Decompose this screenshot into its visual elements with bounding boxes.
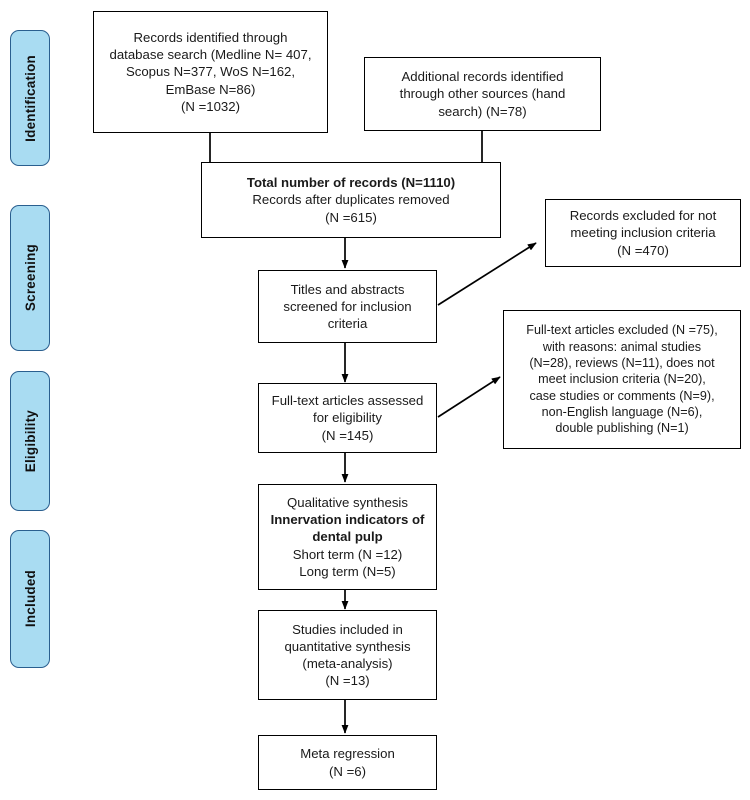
stage-label-identification: Identification (22, 54, 38, 142)
records-excluded-line-3: (N =470) (617, 242, 669, 258)
records-identified-line-1: Records identified through (133, 30, 288, 46)
stage-pill-eligibility: Eligibility (10, 371, 50, 511)
qualitative-synthesis-line-1: Qualitative synthesis (287, 495, 408, 511)
total-records-line-1: Total number of records (N=1110) (246, 175, 456, 191)
records-excluded-line-1: Records excluded for not (569, 208, 717, 224)
stage-pill-identification: Identification (10, 30, 50, 166)
stage-label-included: Included (22, 570, 38, 628)
qualitative-synthesis-line-2: Innervation indicators of (270, 512, 425, 528)
stage-label-screening: Screening (22, 244, 38, 312)
total-records-line-3: (N =615) (325, 209, 377, 225)
quantitative-synthesis-line-1: Studies included in (292, 621, 403, 637)
meta-regression-line-2: (N =6) (328, 763, 366, 779)
fulltext-assessed-line-3: (N =145) (321, 427, 374, 443)
box-fulltext-excluded: Full-text articles excluded (N =75), wit… (503, 310, 741, 449)
titles-screened-line-3: criteria (327, 316, 368, 332)
box-quantitative-synthesis: Studies included in quantitative synthes… (258, 610, 437, 700)
qualitative-synthesis-line-5: Long term (N=5) (299, 563, 396, 579)
box-meta-regression: Meta regression (N =6) (258, 735, 437, 790)
fulltext-excluded-line-3: (N=28), reviews (N=11), does not (529, 355, 715, 370)
fulltext-excluded-line-5: case studies or comments (N=9), (529, 388, 715, 403)
box-additional-records: Additional records identified through ot… (364, 57, 601, 131)
box-qualitative-synthesis: Qualitative synthesis Innervation indica… (258, 484, 437, 590)
box-records-excluded: Records excluded for not meeting inclusi… (545, 199, 741, 267)
quantitative-synthesis-line-4: (N =13) (325, 673, 370, 689)
additional-records-line-3: search) (N=78) (438, 103, 527, 119)
box-total-records: Total number of records (N=1110) Records… (201, 162, 501, 238)
stage-pill-screening: Screening (10, 205, 50, 351)
stage-pill-included: Included (10, 530, 50, 668)
additional-records-line-1: Additional records identified (401, 69, 564, 85)
quantitative-synthesis-line-3: (meta-analysis) (302, 656, 393, 671)
records-excluded-line-2: meeting inclusion criteria (570, 225, 716, 241)
box-records-identified: Records identified through database sear… (93, 11, 328, 133)
records-identified-line-5: (N =1032) (180, 98, 240, 114)
fulltext-excluded-line-2: with reasons: animal studies (542, 339, 702, 354)
titles-screened-line-1: Titles and abstracts (290, 281, 405, 297)
connector-titles-to-excluded (437, 242, 537, 306)
fulltext-excluded-line-7: double publishing (N=1) (555, 421, 689, 436)
titles-screened-line-2: screened for inclusion (283, 298, 412, 314)
quantitative-synthesis-line-2: quantitative synthesis (284, 638, 411, 654)
total-records-line-2: Records after duplicates removed (252, 192, 450, 208)
box-fulltext-assessed: Full-text articles assessed for eligibil… (258, 383, 437, 453)
records-identified-line-2: database search (Medline N= 407, (109, 47, 312, 63)
fulltext-assessed-line-1: Full-text articles assessed (271, 393, 424, 409)
qualitative-synthesis-line-4: Short term (N =12) (292, 546, 403, 562)
meta-regression-line-1: Meta regression (300, 746, 395, 762)
stage-label-eligibility: Eligibility (22, 409, 38, 473)
connector-fulltext-to-excluded (437, 376, 501, 418)
qualitative-synthesis-line-3: dental pulp (312, 529, 383, 545)
fulltext-excluded-line-6: non-English language (N=6), (541, 405, 703, 420)
records-identified-line-3: Scopus N=377, WoS N=162, (125, 64, 296, 80)
fulltext-excluded-line-4: meet inclusion criteria (N=20), (538, 372, 706, 387)
fulltext-assessed-line-2: for eligibility (313, 410, 382, 426)
records-identified-line-4: EmBase N=86) (165, 81, 256, 97)
additional-records-line-2: through other sources (hand (399, 86, 566, 102)
box-titles-screened: Titles and abstracts screened for inclus… (258, 270, 437, 343)
fulltext-excluded-line-1: Full-text articles excluded (N =75), (526, 323, 718, 338)
